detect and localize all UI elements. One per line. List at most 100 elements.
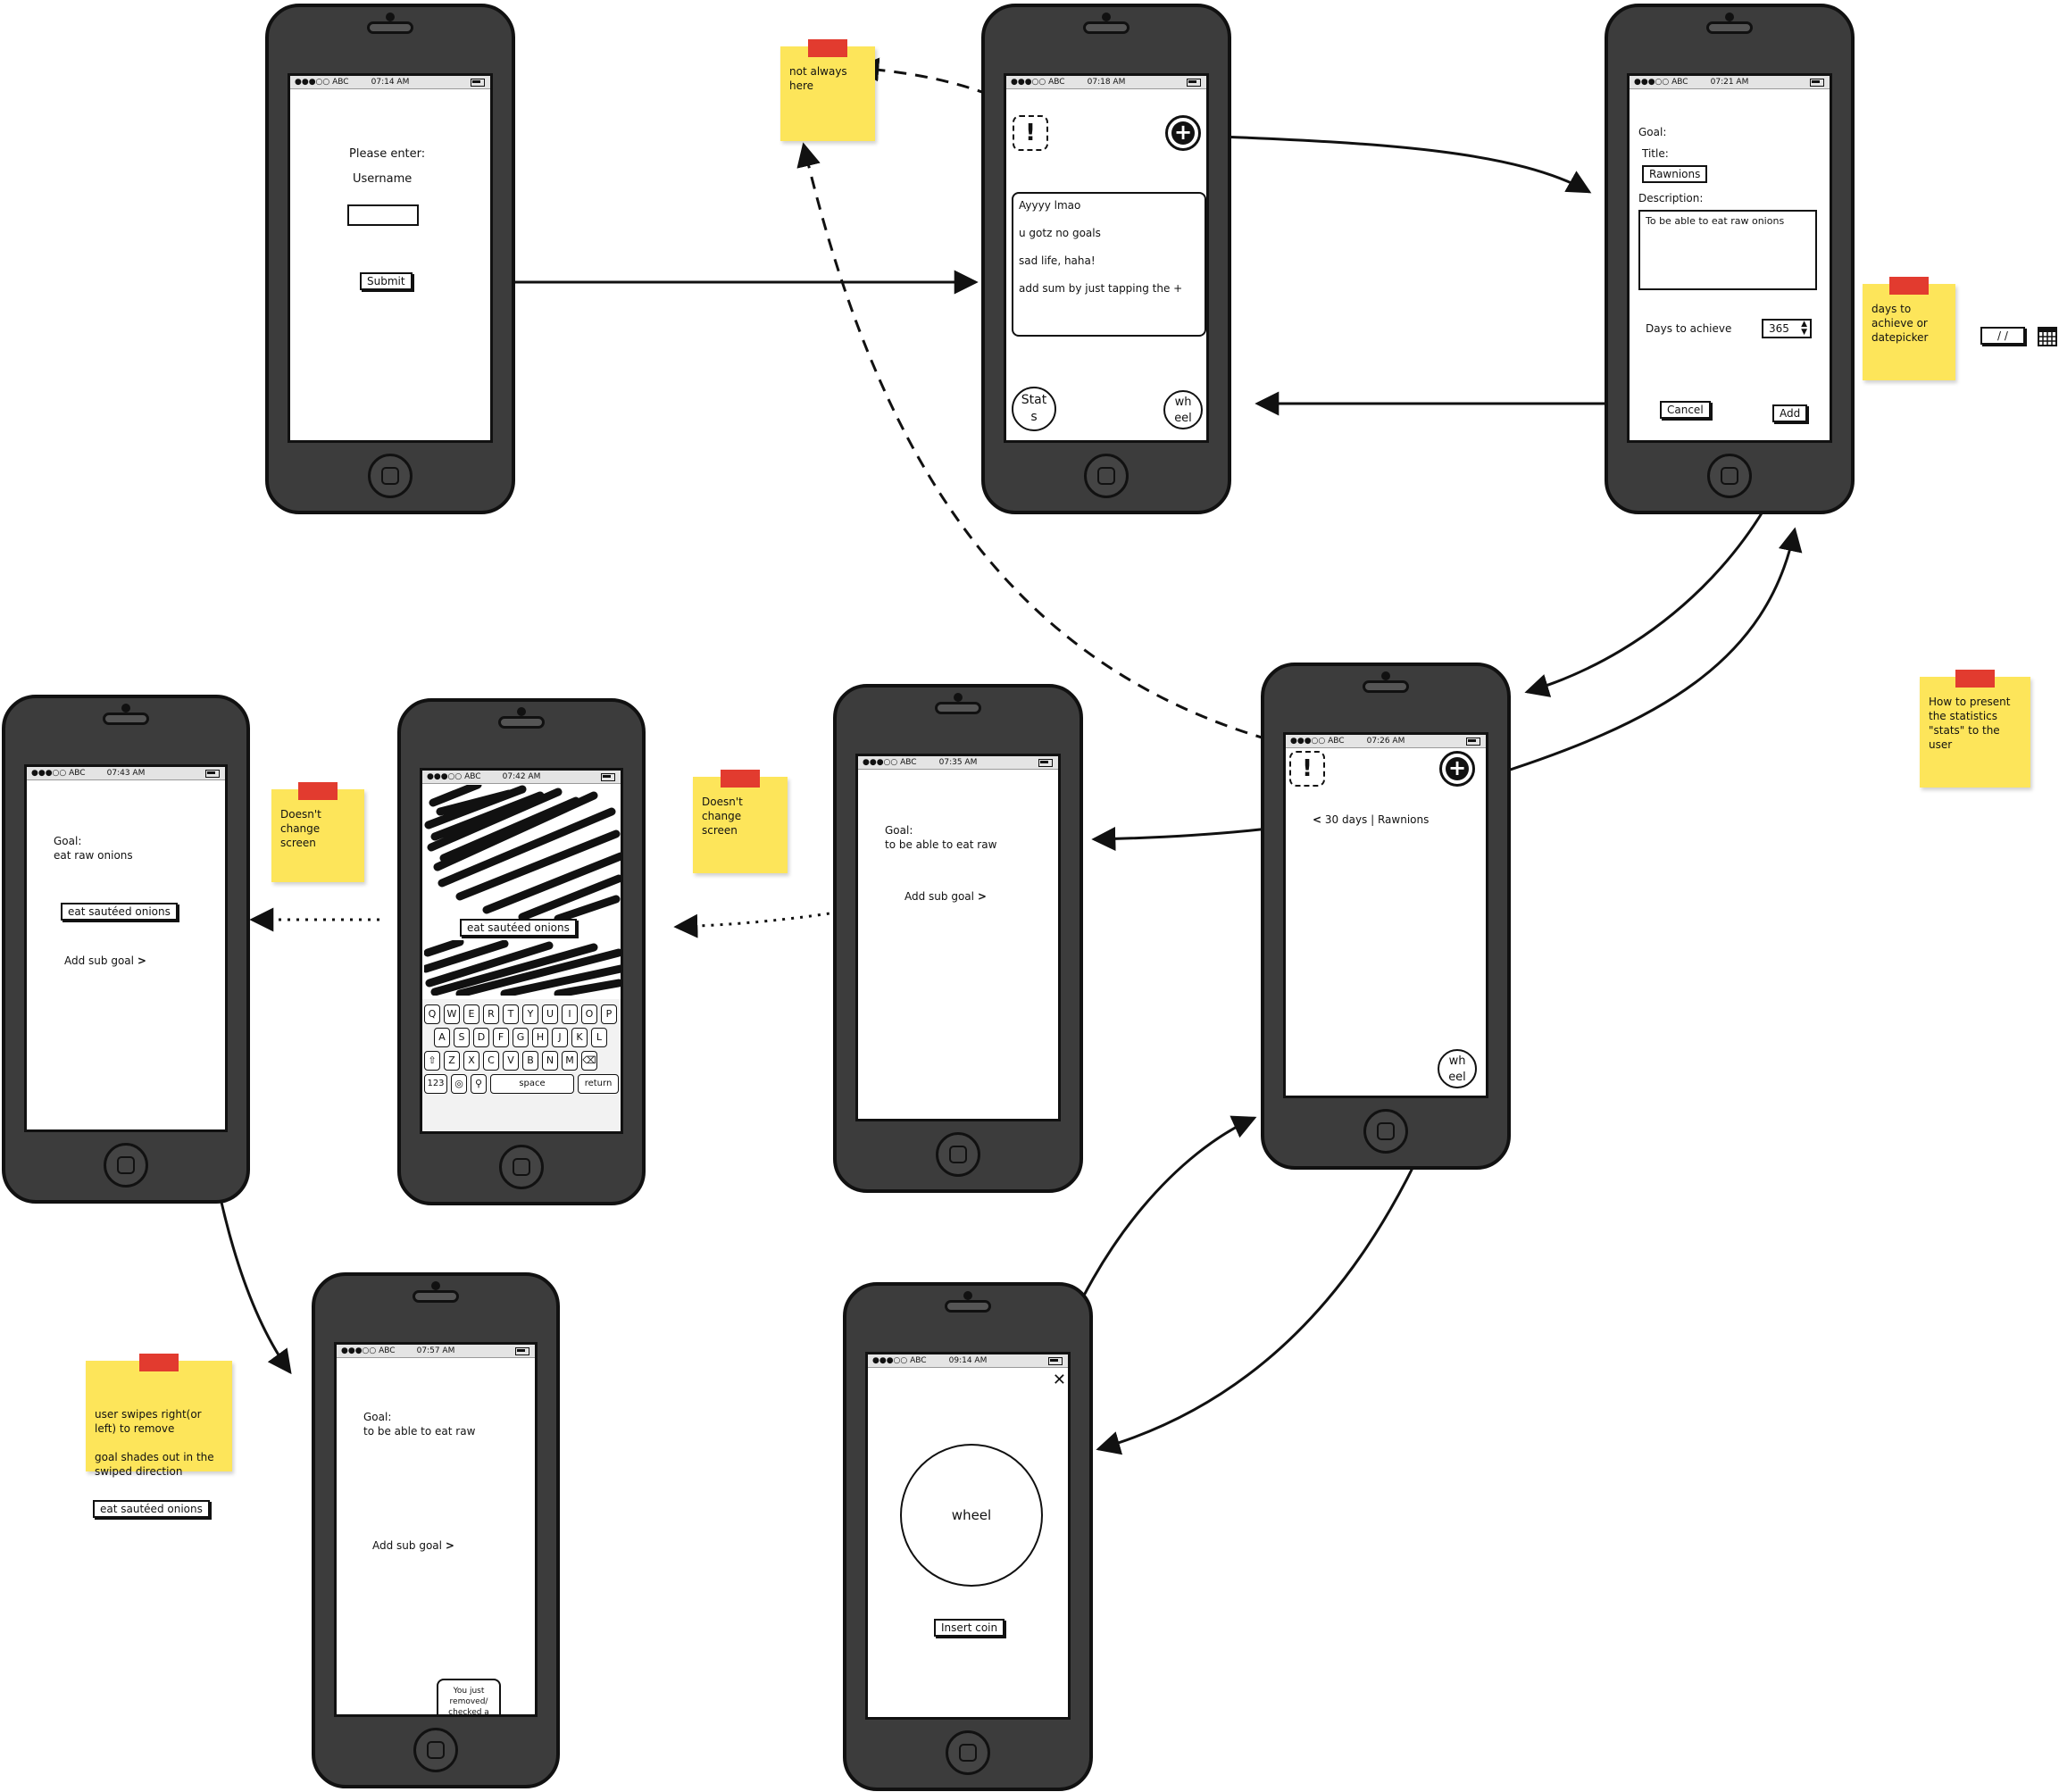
key-v[interactable]: V xyxy=(503,1051,519,1071)
description-input[interactable]: To be able to eat raw onions xyxy=(1638,210,1817,290)
key-space[interactable]: space xyxy=(490,1074,574,1094)
phone-home-empty: ●●●○○ ABC 07:18 AM ! + Ayyyy lmao u gotz… xyxy=(981,4,1231,514)
key-return[interactable]: return xyxy=(578,1074,619,1094)
status-bar: ●●●○○ ABC 07:18 AM xyxy=(1006,76,1206,89)
subgoal-input[interactable]: eat sautéed onions xyxy=(460,919,577,937)
goal-label: Goal: xyxy=(363,1411,392,1423)
stats-button[interactable]: Stat s xyxy=(1012,387,1056,431)
home-button[interactable] xyxy=(1707,454,1752,498)
carrier: ●●●○○ ABC xyxy=(1634,78,1688,87)
add-button[interactable]: Add xyxy=(1772,404,1808,422)
home-button[interactable] xyxy=(104,1143,148,1188)
key-n[interactable]: N xyxy=(542,1051,558,1071)
key-j[interactable]: J xyxy=(552,1028,568,1047)
days-label: Days to achieve xyxy=(1646,322,1732,335)
phone-add-goal: ●●●○○ ABC 07:21 AM Goal: Title: Rawnions… xyxy=(1605,4,1855,514)
screen-subgoal-added: ●●●○○ ABC 07:43 AM Goal: eat raw onions … xyxy=(24,764,228,1132)
phone-login: ●●●○○ ABC 07:14 AM Please enter: Usernam… xyxy=(265,4,515,514)
tape xyxy=(808,39,847,57)
wheel-circle[interactable]: wheel xyxy=(900,1444,1043,1587)
key-w[interactable]: W xyxy=(444,1004,460,1024)
username-input[interactable] xyxy=(347,204,419,226)
clock: 07:42 AM xyxy=(502,772,541,781)
calendar-icon[interactable] xyxy=(2038,327,2057,346)
key-u[interactable]: U xyxy=(542,1004,558,1024)
key-s[interactable]: S xyxy=(454,1028,470,1047)
days-stepper[interactable]: 365 ▲▼ xyxy=(1762,319,1812,338)
phone-wheel: ●●●○○ ABC 09:14 AM ✕ wheel Insert coin xyxy=(843,1282,1093,1791)
home-button[interactable] xyxy=(946,1730,990,1775)
key-y[interactable]: Y xyxy=(522,1004,538,1024)
speaker xyxy=(367,21,413,34)
date-field[interactable]: / / xyxy=(1980,327,2025,345)
key-z[interactable]: Z xyxy=(444,1051,460,1071)
key-l[interactable]: L xyxy=(591,1028,607,1047)
clock: 09:14 AM xyxy=(948,1356,988,1365)
home-button[interactable] xyxy=(413,1728,458,1772)
floating-subgoal: eat sautéed onions xyxy=(93,1500,210,1518)
key-h[interactable]: H xyxy=(532,1028,548,1047)
alert-icon[interactable]: ! xyxy=(1289,751,1325,787)
battery-icon xyxy=(205,770,220,778)
carrier: ●●●○○ ABC xyxy=(863,758,917,767)
days-value: 365 xyxy=(1769,322,1789,335)
key-e[interactable]: E xyxy=(463,1004,479,1024)
phone-subgoal-removed: ●●●○○ ABC 07:57 AM Goal: to be able to e… xyxy=(312,1272,560,1788)
camera xyxy=(431,1281,440,1290)
tape xyxy=(298,782,338,800)
key-b[interactable]: B xyxy=(522,1051,538,1071)
key-shift[interactable]: ⇧ xyxy=(424,1051,440,1071)
home-button[interactable] xyxy=(936,1132,980,1177)
key-f[interactable]: F xyxy=(493,1028,509,1047)
key-k[interactable]: K xyxy=(571,1028,588,1047)
cancel-button[interactable]: Cancel xyxy=(1660,401,1711,419)
description-value: To be able to eat raw onions xyxy=(1646,215,1785,227)
wheel-button[interactable]: wh eel xyxy=(1163,390,1203,429)
key-p[interactable]: P xyxy=(601,1004,617,1024)
chevron-right-icon: > xyxy=(977,890,987,903)
key-c[interactable]: C xyxy=(483,1051,499,1071)
key-q[interactable]: Q xyxy=(424,1004,440,1024)
camera xyxy=(963,1291,972,1300)
key-r[interactable]: R xyxy=(483,1004,499,1024)
key-i[interactable]: I xyxy=(562,1004,578,1024)
sticky-note-swipe: user swipes right(or left) to remove goa… xyxy=(86,1354,232,1478)
title-input[interactable]: Rawnions xyxy=(1642,165,1708,183)
home-button[interactable] xyxy=(368,454,413,498)
speaker xyxy=(103,713,149,725)
close-icon[interactable]: ✕ xyxy=(1052,1371,1066,1389)
key-x[interactable]: X xyxy=(463,1051,479,1071)
carrier: ●●●○○ ABC xyxy=(427,772,481,781)
key-o[interactable]: O xyxy=(581,1004,597,1024)
key-t[interactable]: T xyxy=(503,1004,519,1024)
key-delete[interactable]: ⌫ xyxy=(581,1051,597,1071)
add-sub-goal-link[interactable]: Add sub goal > xyxy=(64,954,146,967)
microphone-icon[interactable]: ⚲ xyxy=(471,1074,487,1094)
status-bar: ●●●○○ ABC 07:26 AM xyxy=(1286,735,1486,748)
wheel-button[interactable]: wh eel xyxy=(1438,1049,1477,1088)
add-goal-plus-icon[interactable]: + xyxy=(1165,115,1201,151)
goal-list-item[interactable]: < 30 days | Rawnions xyxy=(1313,813,1429,826)
add-goal-plus-icon[interactable]: + xyxy=(1439,751,1475,787)
alert-icon[interactable]: ! xyxy=(1013,115,1048,151)
home-button[interactable] xyxy=(1363,1109,1408,1154)
globe-icon[interactable]: ◎ xyxy=(451,1074,467,1094)
camera xyxy=(517,707,526,716)
key-m[interactable]: M xyxy=(562,1051,578,1071)
key-a[interactable]: A xyxy=(434,1028,450,1047)
stepper-arrows-icon[interactable]: ▲▼ xyxy=(1801,320,1807,337)
key-123[interactable]: 123 xyxy=(424,1074,447,1094)
subgoal-item[interactable]: eat sautéed onions xyxy=(61,903,178,921)
home-button[interactable] xyxy=(499,1145,544,1189)
wheel-label: wheel xyxy=(951,1507,992,1523)
key-d[interactable]: D xyxy=(473,1028,489,1047)
add-sub-goal-label: Add sub goal xyxy=(904,890,974,903)
key-g[interactable]: G xyxy=(513,1028,529,1047)
add-sub-goal-link[interactable]: Add sub goal > xyxy=(904,890,987,903)
insert-coin-button[interactable]: Insert coin xyxy=(934,1619,1005,1637)
add-sub-goal-link[interactable]: Add sub goal > xyxy=(372,1539,454,1552)
home-button[interactable] xyxy=(1084,454,1129,498)
submit-button[interactable]: Submit xyxy=(360,272,413,290)
status-bar: ●●●○○ ABC 07:42 AM xyxy=(422,771,621,784)
